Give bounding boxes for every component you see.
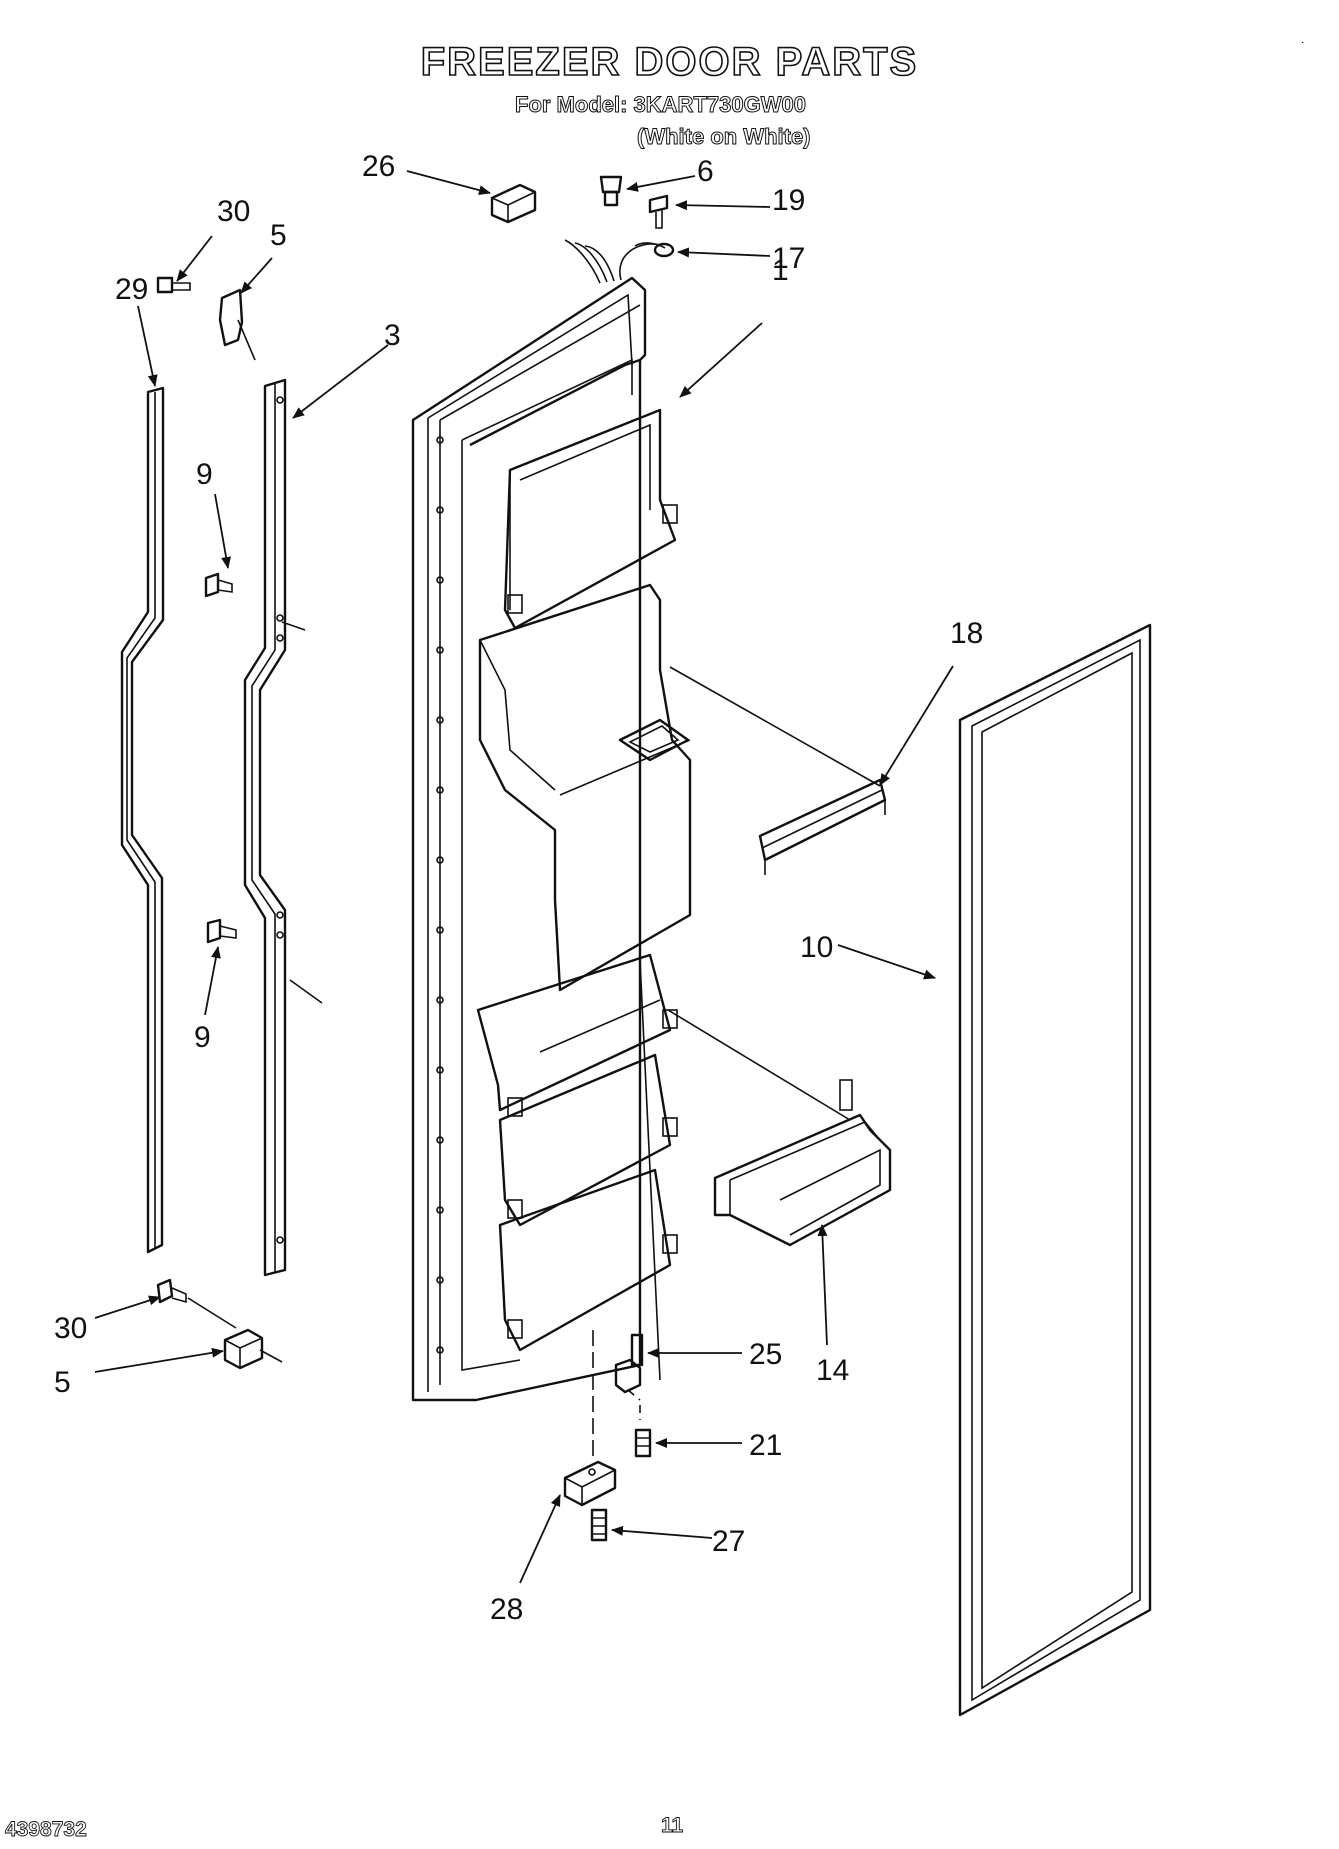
callout-5-top: 5 (270, 219, 287, 252)
part-29-strip (120, 386, 165, 1254)
page-number: 11 (661, 1814, 684, 1838)
document-number: 4398732 (5, 1818, 88, 1842)
callout-5-bottom: 5 (54, 1366, 71, 1399)
callout-19: 19 (772, 184, 805, 217)
variant-line: (White on White) (637, 124, 812, 150)
part-14-bin (667, 1009, 892, 1247)
part-3-channel (243, 378, 323, 1277)
part-5-bracket-bottom (223, 1328, 283, 1370)
callout-17: 17 (772, 242, 805, 275)
leader-lines (94, 170, 954, 1584)
callout-6: 6 (697, 155, 714, 188)
callout-18: 18 (950, 617, 983, 650)
callout-9-bottom: 9 (194, 1021, 211, 1054)
part-27-screw (590, 1508, 608, 1542)
callout-9-top: 9 (196, 458, 213, 491)
callout-25: 25 (749, 1338, 782, 1371)
callout-10: 10 (800, 931, 833, 964)
callout-28: 28 (490, 1593, 523, 1626)
callout-30-top: 30 (217, 195, 250, 228)
part-1-door-liner (411, 239, 692, 1402)
corner-mark: ˙ (1301, 39, 1306, 55)
part-28-hinge-block (563, 1330, 617, 1507)
part-9-screw-top (204, 572, 233, 598)
callout-26: 26 (362, 150, 395, 183)
page-title: FREEZER DOOR PARTS (420, 39, 919, 85)
part-30-screw-top (156, 276, 191, 294)
model-line: For Model: 3KART730GW00 (515, 92, 807, 118)
part-30-screw-bottom (156, 1278, 237, 1329)
callout-21: 21 (749, 1429, 782, 1462)
callout-29: 29 (115, 273, 148, 306)
callout-1: 1 (772, 254, 789, 287)
part-6-plug (599, 175, 623, 207)
callout-30-bottom: 30 (54, 1312, 87, 1345)
part-19-screw (648, 194, 669, 229)
part-9-screw-bottom (206, 918, 237, 944)
part-26-connector (490, 183, 537, 224)
part-10-gasket (958, 623, 1152, 1717)
part-5-bracket-top (218, 288, 256, 361)
callout-27: 27 (712, 1525, 745, 1558)
part-17-wire-terminal (634, 242, 675, 258)
part-21-screw (634, 1428, 652, 1458)
callout-3: 3 (384, 319, 401, 352)
callout-labels: 26 6 19 17 1 30 5 29 3 9 9 18 10 14 25 2… (54, 150, 983, 1626)
callout-14: 14 (816, 1354, 849, 1387)
part-18-trim (669, 666, 887, 875)
part-25-hinge-pin (614, 1333, 644, 1420)
